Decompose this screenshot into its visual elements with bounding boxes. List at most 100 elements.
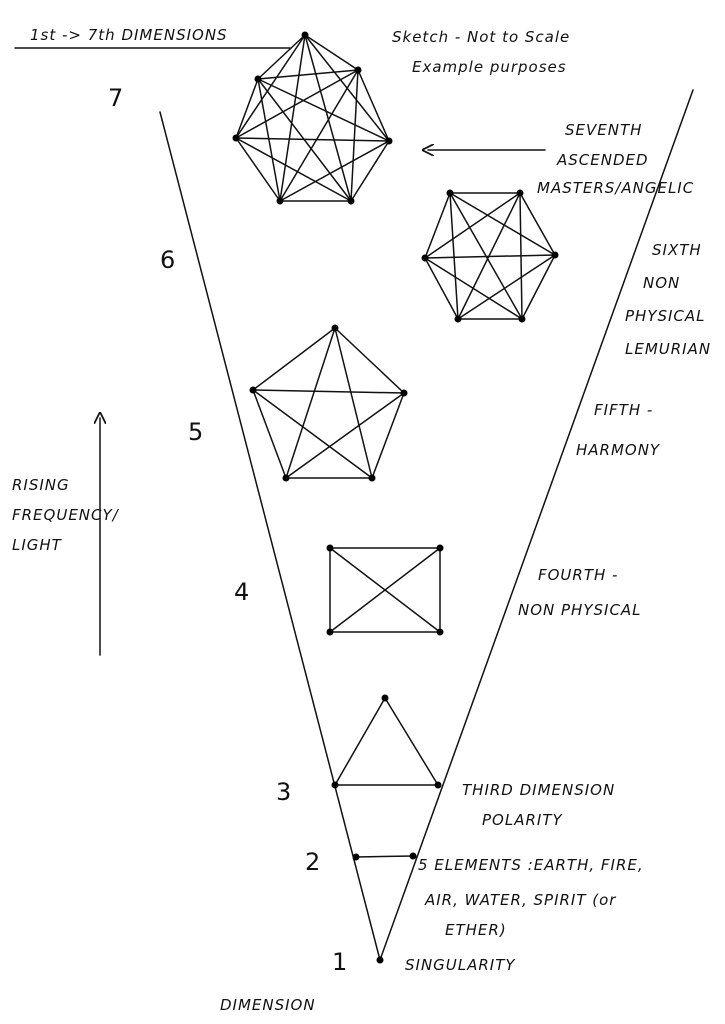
singularity-vertex [376,956,384,964]
hexagon-6-vertex [446,189,454,197]
heptagon-7-vertex [276,197,284,205]
heptagon-7-vertex [232,134,240,142]
hexagon-6-vertex [421,254,429,262]
heptagon-7-vertex [347,197,355,205]
cone-right-edge [379,89,694,961]
rectangle-4-edge [329,547,441,633]
hexagon-6-edge [519,192,556,256]
heptagon-7-vertex [354,66,362,74]
pentagon-5-vertex [331,324,339,332]
dimension-number-4: 4 [234,578,249,606]
hexagon-6-vertex [454,315,462,323]
hexagon-6-edge [424,192,451,259]
heptagon-7-edge [357,69,390,142]
hexagon-6-edge [449,192,459,320]
figure-triangle-3 [331,694,442,789]
pentagon-5-edge [334,327,373,479]
pentagon-5-edge [285,392,405,479]
pentagon-5-edge [334,327,405,394]
heptagon-7-edge [257,78,281,202]
header-title: 1st -> 7th DIMENSIONS [30,26,228,44]
triangle-3-vertex [381,694,389,702]
cone-left-edge [159,111,381,961]
rectangle-4-vertex [326,628,334,636]
heptagon-7-edge [279,34,306,202]
heptagon-7-vertex [385,137,393,145]
heptagon-7-edge [235,137,352,202]
sketch-note-line2: Example purposes [412,58,567,76]
dimension-label-2-line1: 5 ELEMENTS :EARTH, FIRE, [418,856,644,874]
heptagon-7-edge [279,69,359,202]
pentagon-5-vertex [368,474,376,482]
hexagon-6-edge [424,192,521,259]
figure-heptagon-7 [232,31,393,205]
pentagon-5-edge [371,392,405,479]
hexagon-6-edge [521,254,556,320]
heptagon-7-edge [235,137,281,202]
figure-hexagon-6 [421,189,559,323]
dimension-number-7: 7 [108,84,123,112]
pentagon-5-vertex [400,389,408,397]
hexagon-6-edge [449,192,556,256]
rectangle-4-vertex [436,544,444,552]
dimension-number-3: 3 [276,778,291,806]
dimension-footer: DIMENSION [220,996,316,1014]
triangle-3-edge [384,697,439,786]
triangle-3-edge [334,697,386,786]
dimension-label-7-line3: MASTERS/ANGELIC [537,179,694,197]
dimension-label-4-line2: NON PHYSICAL [518,601,642,619]
rectangle-4-vertex [326,544,334,552]
heptagon-7-edge [257,69,359,80]
figure-rectangle-4 [326,544,444,636]
triangle-3-vertex [434,781,442,789]
dimension-label-3-line1: THIRD DIMENSION [462,781,615,799]
heptagon-7-edge [235,78,259,139]
figure-singularity [376,956,384,964]
pentagon-5-vertex [249,386,257,394]
heptagon-7-edge [304,34,352,202]
heptagon-7-edge [257,78,390,142]
dimension-number-2: 2 [305,848,320,876]
heptagon-7-edge [235,137,390,142]
heptagon-7-vertex [301,31,309,39]
hexagon-6-vertex [516,189,524,197]
heptagon-7-vertex [254,75,262,83]
dimension-label-2-line3: ETHER) [445,921,507,939]
dimension-label-2-line2: AIR, WATER, SPIRIT (or [424,891,616,909]
line-2-vertex [409,852,417,860]
heptagon-7-edge [257,78,352,202]
dimension-label-6-line3: PHYSICAL [625,307,706,325]
sketch-note-line1: Sketch - Not to Scale [392,28,570,46]
dimension-number-6: 6 [160,246,175,274]
pentagon-5-edge [285,327,336,479]
dimension-label-6-line2: NON [643,274,680,292]
hexagon-6-edge [457,254,556,320]
dimension-label-1-line1: SINGULARITY [405,956,516,974]
dimension-label-6-line4: LEMURIAN [625,340,711,358]
line-2-vertex [352,853,360,861]
pentagon-5-edge [252,389,287,479]
axis-label-line3: LIGHT [12,536,63,554]
heptagon-7-edge [235,69,359,139]
dimension-label-6-line1: SIXTH [652,241,702,259]
heptagon-7-edge [279,140,390,202]
figure-line-2 [352,852,417,861]
figure-pentagon-5 [249,324,408,482]
axis-label-line2: FREQUENCY/ [12,506,120,524]
hexagon-6-edge [424,257,459,320]
pentagon-5-edge [252,389,405,394]
heptagon-7-edge [350,140,390,202]
dimension-label-5-line2: HARMONY [576,441,661,459]
axis-label-line1: RISING [12,476,70,494]
hexagon-6-edge [424,254,556,259]
pentagon-5-edge [252,389,373,479]
dimension-label-3-line2: POLARITY [482,811,563,829]
line-2-edge [355,855,414,858]
triangle-3-vertex [331,781,339,789]
pentagon-5-vertex [282,474,290,482]
pentagon-5-edge [252,327,336,391]
hexagon-6-vertex [518,315,526,323]
hexagon-6-edge [424,257,523,320]
rectangle-4-vertex [436,628,444,636]
